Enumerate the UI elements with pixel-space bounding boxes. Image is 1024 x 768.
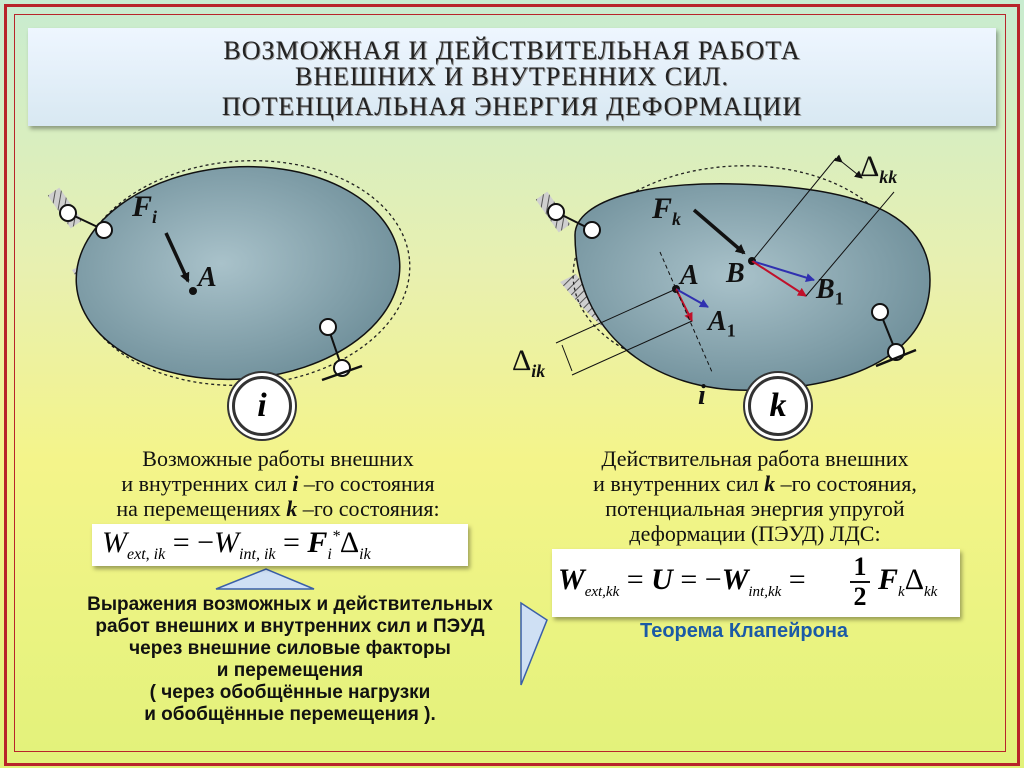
- right-desc-line-1: Действительная работа внешних: [601, 446, 909, 471]
- formula-right-box: Wext,kk = U = −Wint,kk = 1 2 FkΔkk: [552, 549, 960, 617]
- delta-kk-ext-2: [805, 191, 895, 297]
- right-description: Действительная работа внешних и внутренн…: [522, 446, 988, 546]
- right-desc-line-2: и внутренних сил k –го состояния,: [593, 471, 917, 496]
- left-point-a-dot: [189, 287, 197, 295]
- a-displacement-red: [675, 288, 693, 322]
- formula-right-tail: FkΔkk: [878, 563, 938, 600]
- b-displacement-red: [751, 260, 807, 297]
- title-line-3: ПОТЕНЦИАЛЬНАЯ ЭНЕРГИЯ ДЕФОРМАЦИИ: [221, 92, 803, 121]
- formula-fraction: 1 2: [850, 553, 870, 611]
- inner-frame: [14, 14, 1006, 752]
- right-desc-line-3: потенциальная энергия упругой: [605, 496, 905, 521]
- formula-left: Wext, ik = −Wint, ik = Fi*Δik: [102, 526, 371, 563]
- left-description: Возможные работы внешних и внутренних си…: [40, 446, 516, 521]
- outer-frame: [4, 4, 1020, 766]
- state-k-circle: k: [748, 376, 808, 436]
- right-body: [574, 182, 931, 391]
- bottom-line-3: через внешние силовые факторы: [129, 638, 451, 659]
- bottom-line-2: работ внешних и внутренних сил и ПЭУД: [95, 616, 485, 637]
- bottom-line-6: и обобщённые перемещения ).: [144, 704, 436, 725]
- direction-line-i: [659, 251, 713, 373]
- left-roller-joint-body: [319, 318, 337, 336]
- bottom-explanation: Выражения возможных и действительных раб…: [50, 594, 530, 726]
- label-right-b: B: [726, 258, 745, 289]
- label-fk: Fk: [652, 192, 682, 229]
- delta-ik-ext-2: [571, 320, 693, 376]
- left-desc-line-2: и внутренних сил i –го состояния: [121, 471, 435, 496]
- force-fk-arrow: [692, 208, 746, 255]
- right-roller-joint-body: [871, 303, 889, 321]
- title-banner: [28, 28, 996, 126]
- delta-kk-dim: [834, 154, 863, 179]
- bottom-line-5: ( через обобщённые нагрузки: [149, 682, 431, 703]
- callout-arrow-right: [520, 601, 548, 686]
- left-pin-joint: [59, 204, 77, 222]
- label-delta-kk: Δkk: [860, 150, 898, 187]
- left-body: [75, 165, 401, 381]
- title-line-1: ВОЗМОЖНАЯ И ДЕЙСТВИТЕЛЬНАЯ РАБОТА: [223, 36, 801, 65]
- a-displacement-blue: [675, 288, 709, 308]
- callout-arrow-up: [215, 568, 315, 590]
- right-desc-line-4: деформации (ПЭУД) ЛДС:: [629, 521, 881, 546]
- label-a1: A1: [708, 306, 736, 341]
- formula-right: Wext,kk = U = −Wint,kk =: [558, 563, 806, 600]
- right-body-group: [535, 154, 931, 391]
- right-pin-joint-body: [583, 221, 601, 239]
- bottom-line-1: Выражения возможных и действительных: [87, 594, 493, 615]
- label-b1: B1: [816, 274, 844, 309]
- right-pin-joint: [547, 203, 565, 221]
- b-displacement-blue: [751, 260, 815, 282]
- delta-ik-ext-1: [555, 288, 677, 344]
- label-left-a: A: [198, 262, 217, 293]
- force-fi-arrow: [164, 232, 190, 283]
- delta-ik-dim: [561, 344, 573, 372]
- state-i-circle: i: [232, 376, 292, 436]
- label-right-a: A: [680, 260, 699, 291]
- bottom-line-4: и перемещения: [216, 660, 364, 681]
- left-desc-line-1: Возможные работы внешних: [142, 446, 414, 471]
- left-body-group: [47, 160, 411, 386]
- left-pin-joint-body: [95, 221, 113, 239]
- theorem-label: Теорема Клапейрона: [640, 620, 849, 642]
- title-line-2: ВНЕШНИХ И ВНУТРЕННИХ СИЛ.: [295, 62, 729, 91]
- delta-kk-ext-1: [751, 157, 837, 262]
- label-fi: Fi: [132, 190, 158, 227]
- label-delta-ik: Δik: [512, 344, 546, 381]
- formula-left-box: Wext, ik = −Wint, ik = Fi*Δik: [92, 524, 468, 566]
- label-line-i: i: [698, 380, 706, 411]
- left-desc-line-3: на перемещениях k –го состояния:: [116, 496, 440, 521]
